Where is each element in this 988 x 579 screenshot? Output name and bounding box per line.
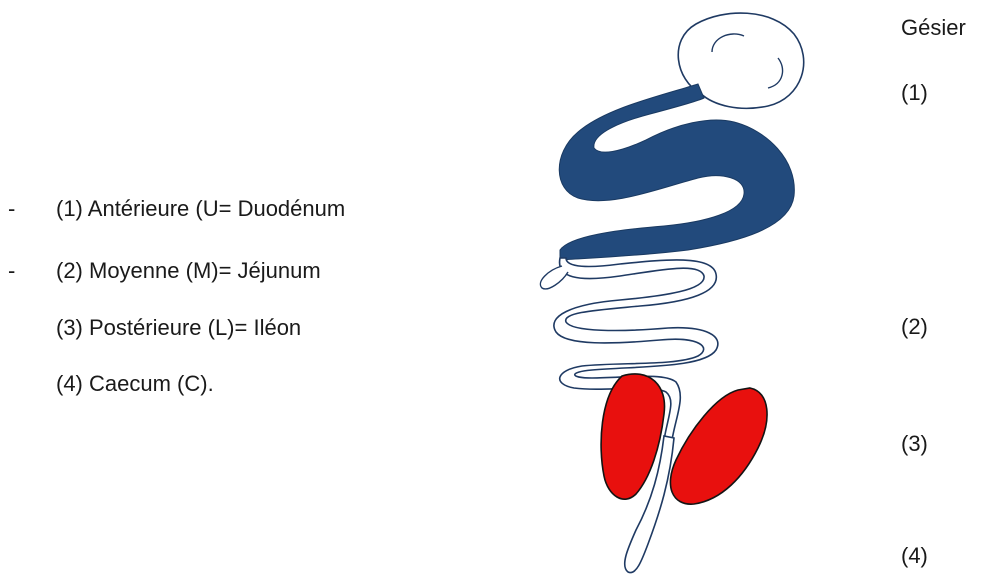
number-label-1: (1) (901, 80, 928, 106)
number-label-3: (3) (901, 431, 928, 457)
duodenum-shape (559, 84, 794, 260)
gizzard-label: Gésier (901, 15, 966, 41)
right-caecum-shape (670, 388, 767, 504)
number-label-2: (2) (901, 314, 928, 340)
number-label-4: (4) (901, 543, 928, 569)
diverticulum-shape (540, 266, 568, 289)
